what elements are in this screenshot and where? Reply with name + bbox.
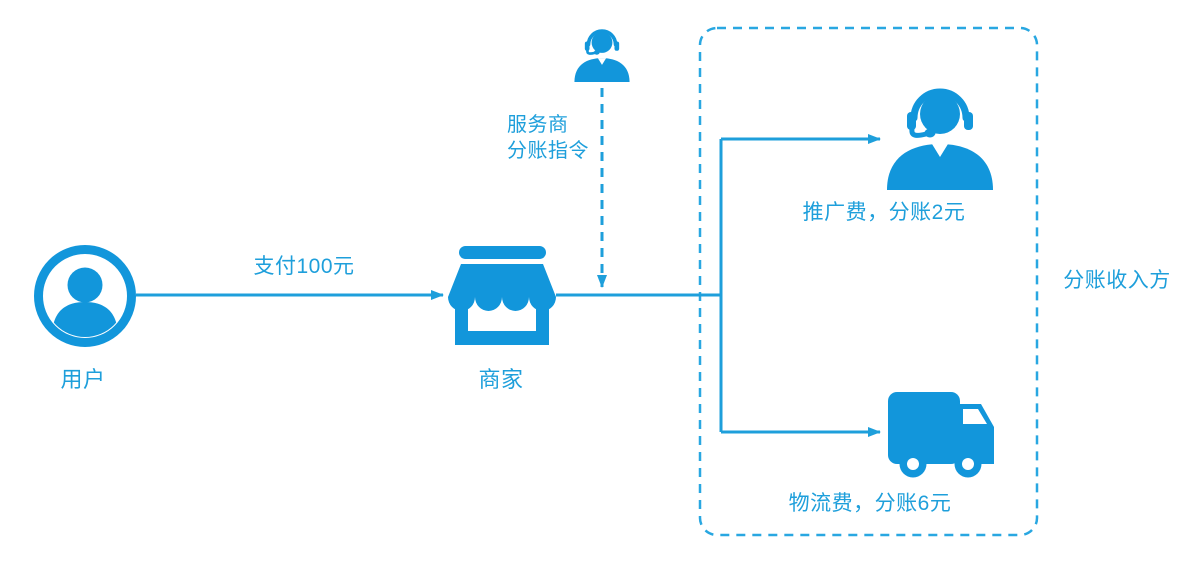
promotion-fee-label: 推广费，分账2元 [802,201,966,224]
payment-amount-label: 支付100元 [253,255,355,278]
user-icon [34,245,136,347]
service-provider-icon [572,29,632,84]
truck-icon [888,392,994,478]
instruction-label: 服务商 分账指令 [507,112,589,164]
promotion-receiver-icon [887,92,993,190]
split-receivers-group-box [698,26,1039,537]
split-receivers-group-label: 分账收入方 [1063,269,1171,292]
user-label: 用户 [60,367,106,392]
instruction-label-line2: 分账指令 [507,140,589,162]
merchant-icon [448,246,556,345]
connector-lines [136,88,881,437]
merchant-label: 商家 [478,367,524,392]
instruction-label-line1: 服务商 [507,114,569,136]
logistics-fee-label: 物流费，分账6元 [788,492,952,515]
